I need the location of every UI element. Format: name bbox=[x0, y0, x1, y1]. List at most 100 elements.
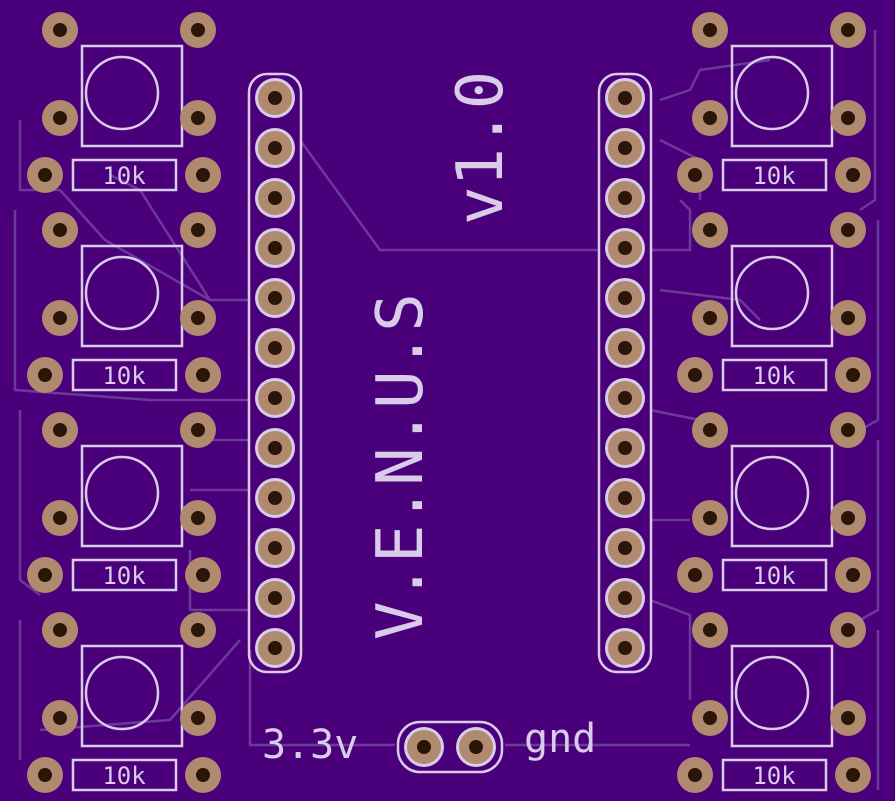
right-pushbutton-4-pin-3-hole bbox=[703, 711, 717, 725]
left-resistor-2-lead-1-hole bbox=[38, 368, 52, 382]
board-title: V.E.N.U.S bbox=[364, 293, 438, 640]
right-pushbutton-4-pin-4-hole bbox=[841, 711, 855, 725]
right-pushbutton-4-pin-1-hole bbox=[703, 623, 717, 637]
right-resistor-2-lead-1 bbox=[677, 357, 713, 393]
left-header-pin-8 bbox=[255, 428, 295, 468]
left-resistor-4-lead-2 bbox=[185, 757, 221, 793]
right-pushbutton-4-actuator-outline bbox=[734, 655, 810, 731]
right-pushbutton-3-pin-1 bbox=[692, 412, 728, 448]
left-header-pin-1 bbox=[255, 78, 295, 118]
left-pushbutton-3-pin-2-hole bbox=[191, 423, 205, 437]
left-header-pin-11-hole bbox=[268, 591, 282, 605]
ground-label: gnd bbox=[524, 716, 596, 762]
right-pushbutton-3-actuator-outline bbox=[734, 455, 810, 531]
right-resistor-3-lead-1-hole bbox=[688, 568, 702, 582]
right-resistor-3-lead-2-hole bbox=[846, 568, 860, 582]
left-pushbutton-4-pin-2 bbox=[180, 612, 216, 648]
right-pushbutton-4-pin-3 bbox=[692, 700, 728, 736]
left-resistor-2-lead-2-hole bbox=[196, 368, 210, 382]
right-resistor-4-lead-2-hole bbox=[846, 768, 860, 782]
left-pushbutton-1-body-outline bbox=[80, 44, 184, 148]
right-resistor-1-value-label: 10k bbox=[752, 162, 796, 190]
left-resistor-3-lead-1-hole bbox=[38, 568, 52, 582]
right-pushbutton-2-pin-1 bbox=[692, 212, 728, 248]
right-resistor-1-lead-2-hole bbox=[846, 168, 860, 182]
left-resistor-2: 10k bbox=[71, 358, 178, 392]
right-header-pin-10-hole bbox=[618, 541, 632, 555]
right-header-pin-3 bbox=[605, 178, 645, 218]
left-resistor-3: 10k bbox=[71, 558, 178, 592]
power-connector bbox=[396, 720, 504, 774]
left-pushbutton-1-pin-3 bbox=[42, 100, 78, 136]
right-header-pin-4-hole bbox=[618, 241, 632, 255]
left-pushbutton-2-body-outline bbox=[80, 244, 184, 348]
right-pushbutton-3-pin-2-hole bbox=[841, 423, 855, 437]
right-header-pin-11-hole bbox=[618, 591, 632, 605]
right-pushbutton-3-pin-3-hole bbox=[703, 511, 717, 525]
left-resistor-4-lead-2-hole bbox=[196, 768, 210, 782]
right-pushbutton-4-pin-4 bbox=[830, 700, 866, 736]
left-pushbutton-3-actuator-outline bbox=[84, 455, 160, 531]
left-pushbutton-3-pin-3-hole bbox=[53, 511, 67, 525]
right-resistor-4-lead-1-hole bbox=[688, 768, 702, 782]
left-pushbutton-4-pin-4-hole bbox=[191, 711, 205, 725]
left-header-pin-6 bbox=[255, 328, 295, 368]
left-resistor-4-lead-1-hole bbox=[38, 768, 52, 782]
left-header-pin-2 bbox=[255, 128, 295, 168]
left-header-pin-10-hole bbox=[268, 541, 282, 555]
right-resistor-4-value-label: 10k bbox=[752, 762, 796, 790]
left-header-pin-3 bbox=[255, 178, 295, 218]
left-resistor-1: 10k bbox=[71, 158, 178, 192]
right-pushbutton-3-body-outline bbox=[730, 444, 834, 548]
left-pushbutton-1-pin-4-hole bbox=[191, 111, 205, 125]
right-header-pin-3-hole bbox=[618, 191, 632, 205]
right-header-pin-12 bbox=[605, 628, 645, 668]
left-resistor-4: 10k bbox=[71, 758, 178, 792]
left-pushbutton-2-pin-3 bbox=[42, 300, 78, 336]
power-label: 3.3v bbox=[262, 722, 358, 768]
left-header-pin-5-hole bbox=[268, 291, 282, 305]
right-header-pin-11 bbox=[605, 578, 645, 618]
right-pushbutton-1-pin-3-hole bbox=[703, 111, 717, 125]
right-header-pin-8-hole bbox=[618, 441, 632, 455]
right-pushbutton-3 bbox=[730, 444, 834, 548]
left-pushbutton-1-pin-1 bbox=[42, 12, 78, 48]
left-pushbutton-2-pin-1 bbox=[42, 212, 78, 248]
right-resistor-3-value-label: 10k bbox=[752, 562, 796, 590]
right-resistor-4-lead-1 bbox=[677, 757, 713, 793]
left-resistor-4-body-outline bbox=[71, 758, 178, 792]
right-resistor-1-body-outline bbox=[721, 158, 828, 192]
right-pushbutton-3-pin-4-hole bbox=[841, 511, 855, 525]
right-header-pin-6 bbox=[605, 328, 645, 368]
left-resistor-4-lead-1 bbox=[27, 757, 63, 793]
left-pushbutton-2-pin-3-hole bbox=[53, 311, 67, 325]
right-header-pin-5-hole bbox=[618, 291, 632, 305]
left-resistor-3-lead-1 bbox=[27, 557, 63, 593]
right-pushbutton-2-actuator-outline bbox=[734, 255, 810, 331]
right-pushbutton-1-actuator-outline bbox=[734, 55, 810, 131]
right-pushbutton-1-pin-1 bbox=[692, 12, 728, 48]
left-pushbutton-1-pin-4 bbox=[180, 100, 216, 136]
left-pushbutton-2-pin-4 bbox=[180, 300, 216, 336]
right-resistor-1: 10k bbox=[721, 158, 828, 192]
right-pushbutton-1 bbox=[730, 44, 834, 148]
right-resistor-2-body-outline bbox=[721, 358, 828, 392]
left-pushbutton-2-pin-4-hole bbox=[191, 311, 205, 325]
left-pushbutton-3-pin-1-hole bbox=[53, 423, 67, 437]
left-resistor-3-body-outline bbox=[71, 558, 178, 592]
right-resistor-1-lead-2 bbox=[835, 157, 871, 193]
left-header-pin-2-hole bbox=[268, 141, 282, 155]
right-pushbutton-2-pin-4-hole bbox=[841, 311, 855, 325]
left-header-pin-12 bbox=[255, 628, 295, 668]
left-resistor-1-lead-1 bbox=[27, 157, 63, 193]
left-pushbutton-3 bbox=[80, 444, 184, 548]
left-resistor-4-value-label: 10k bbox=[102, 762, 146, 790]
right-pushbutton-2-pin-3-hole bbox=[703, 311, 717, 325]
right-header-pin-10 bbox=[605, 528, 645, 568]
left-pushbutton-3-pin-3 bbox=[42, 500, 78, 536]
left-pushbutton-2-pin-1-hole bbox=[53, 223, 67, 237]
right-pushbutton-4-body-outline bbox=[730, 644, 834, 748]
right-pushbutton-4-pin-2-hole bbox=[841, 623, 855, 637]
left-pushbutton-4-body-outline bbox=[80, 644, 184, 748]
